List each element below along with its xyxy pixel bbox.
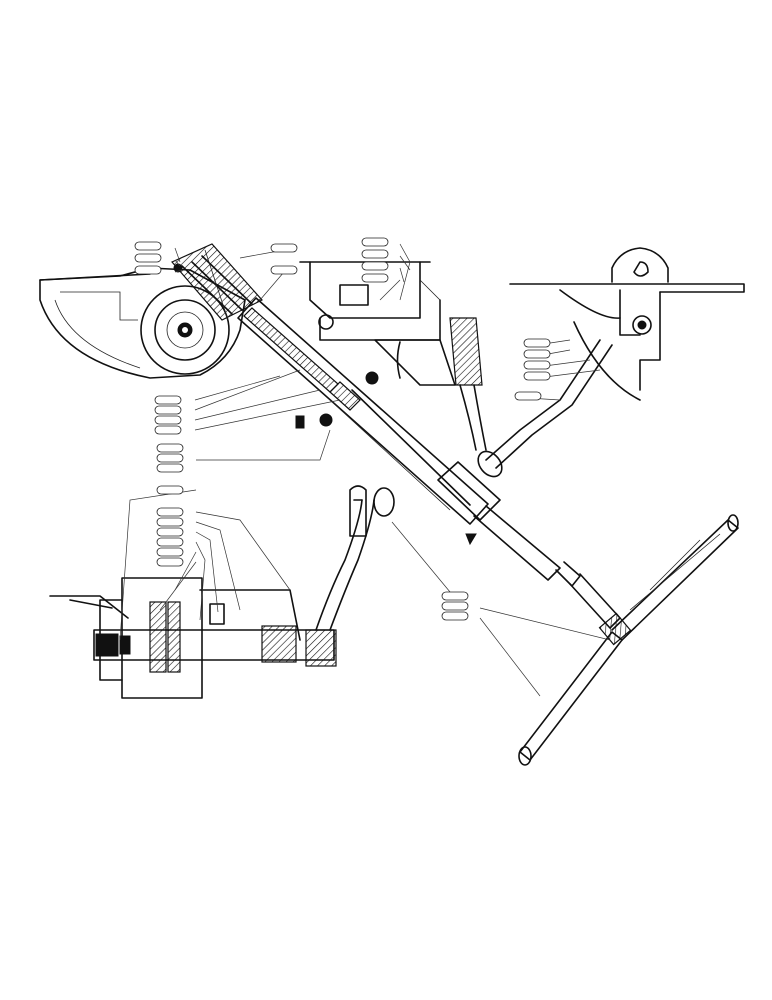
callout-oval bbox=[154, 395, 182, 405]
part-callout-tag bbox=[441, 601, 469, 611]
steering-column bbox=[237, 297, 621, 629]
part-callout-tag bbox=[156, 527, 184, 537]
part-callout-tag bbox=[154, 395, 182, 405]
callout-oval bbox=[156, 463, 184, 473]
callout-oval bbox=[156, 517, 184, 527]
callout-oval bbox=[361, 237, 389, 247]
part-callout-tag bbox=[156, 507, 184, 517]
part-callout-tag bbox=[441, 591, 469, 601]
callout-oval bbox=[156, 507, 184, 517]
steering-gear-box bbox=[39, 267, 246, 379]
part-callout-tag bbox=[361, 261, 389, 271]
callout-oval bbox=[270, 243, 298, 253]
tie-rod-end bbox=[349, 485, 395, 537]
worm-gear-housing bbox=[171, 243, 263, 321]
callout-oval bbox=[156, 527, 184, 537]
callout-oval bbox=[441, 601, 469, 611]
part-callout-tag bbox=[156, 443, 184, 453]
callout-oval bbox=[270, 265, 298, 275]
lower-left-assembly bbox=[49, 499, 375, 699]
part-callout-tag bbox=[134, 253, 162, 263]
part-callout-tag bbox=[156, 537, 184, 547]
callout-oval bbox=[361, 273, 389, 283]
callout-oval bbox=[156, 547, 184, 557]
callout-oval bbox=[134, 241, 162, 251]
part-callout-tag bbox=[270, 265, 298, 275]
part-callout-tag bbox=[156, 485, 184, 495]
part-callout-tag bbox=[514, 391, 542, 401]
callout-oval bbox=[154, 405, 182, 415]
part-callout-tag bbox=[154, 405, 182, 415]
callout-oval bbox=[134, 253, 162, 263]
part-callout-tag bbox=[134, 241, 162, 251]
part-callout-tag bbox=[361, 273, 389, 283]
callout-oval bbox=[361, 249, 389, 259]
part-callout-tag bbox=[156, 463, 184, 473]
part-callout-tag bbox=[361, 237, 389, 247]
part-callout-tag bbox=[156, 453, 184, 463]
callout-oval bbox=[154, 425, 182, 435]
leader-lines bbox=[119, 243, 611, 697]
callout-oval bbox=[514, 391, 542, 401]
callout-oval bbox=[134, 265, 162, 275]
part-callout-tag bbox=[156, 517, 184, 527]
part-callout-tag bbox=[156, 557, 184, 567]
part-callout-tag bbox=[156, 547, 184, 557]
part-callout-tag bbox=[523, 349, 551, 359]
callout-oval bbox=[523, 349, 551, 359]
steering-wheel bbox=[518, 514, 739, 766]
callout-oval bbox=[156, 443, 184, 453]
callout-oval bbox=[156, 485, 184, 495]
part-callout-tag bbox=[523, 338, 551, 348]
callout-tags bbox=[134, 237, 551, 621]
callout-oval bbox=[441, 591, 469, 601]
part-callout-tag bbox=[134, 265, 162, 275]
upper-right-bracket bbox=[477, 247, 745, 478]
part-callout-tag bbox=[441, 611, 469, 621]
part-callout-tag bbox=[523, 360, 551, 370]
part-callout-tag bbox=[523, 371, 551, 381]
callout-oval bbox=[523, 360, 551, 370]
callout-oval bbox=[154, 415, 182, 425]
part-callout-tag bbox=[154, 425, 182, 435]
part-callout-tag bbox=[154, 415, 182, 425]
callout-oval bbox=[156, 557, 184, 567]
callout-oval bbox=[361, 261, 389, 271]
callout-oval bbox=[441, 611, 469, 621]
part-callout-tag bbox=[361, 249, 389, 259]
column-clamp bbox=[299, 261, 441, 341]
callout-oval bbox=[156, 537, 184, 547]
callout-oval bbox=[156, 453, 184, 463]
part-callout-tag bbox=[270, 243, 298, 253]
brake-lever bbox=[374, 317, 487, 451]
callout-oval bbox=[523, 371, 551, 381]
callout-oval bbox=[523, 338, 551, 348]
